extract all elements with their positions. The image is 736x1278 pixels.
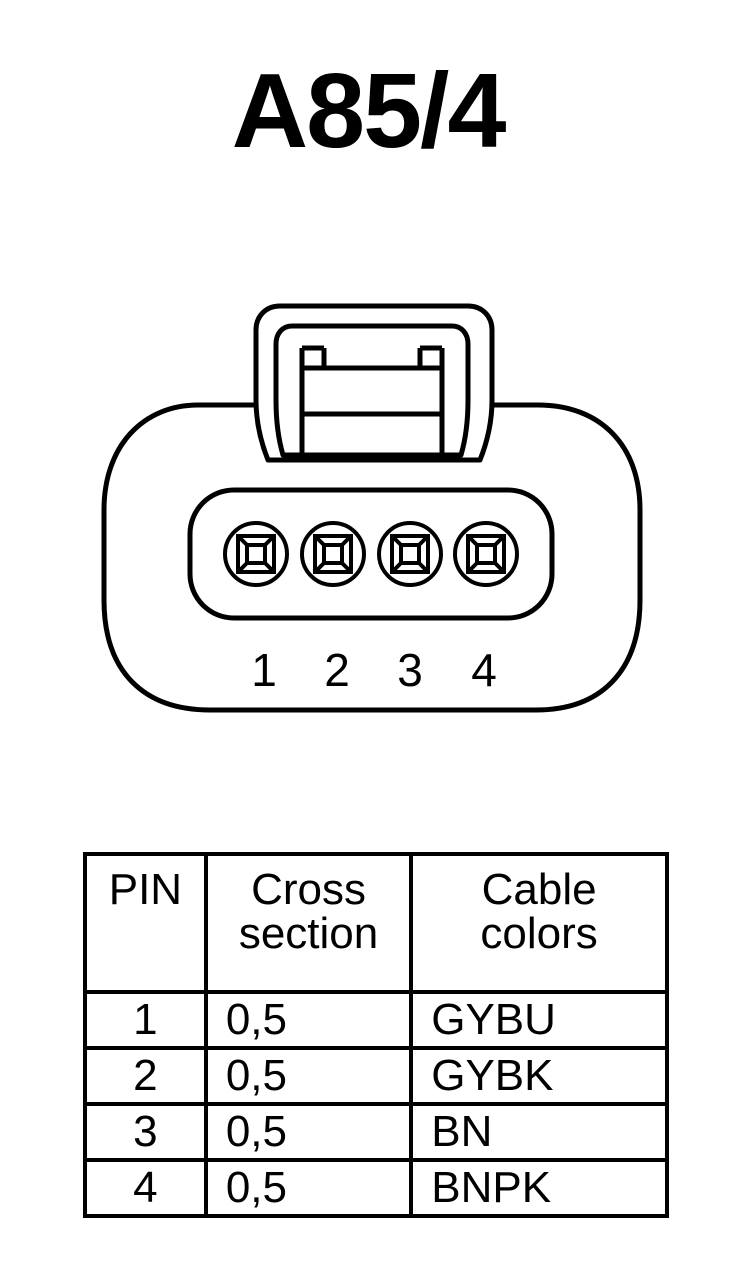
header-cable-colors: Cable colors [409,852,669,994]
pin-number: 1 [83,990,208,1050]
table-row: 3 0,5 BN [83,1102,669,1162]
header-pin-line: PIN [108,865,183,914]
pin-number: 4 [83,1158,208,1218]
pin-number: 3 [83,1102,208,1162]
cross-section-value: 0,5 [203,1102,414,1162]
cable-color-value: BN [409,1102,669,1162]
cable-color-value: GYBK [409,1046,669,1106]
pin-label-3: 3 [397,644,423,696]
header-colors-line-1: Cable [481,865,597,914]
pin-terminal-4 [453,521,519,587]
pin-terminal-3 [377,521,443,587]
connector-diagram: 1 2 3 4 [101,303,643,713]
table-row: 2 0,5 GYBK [83,1046,669,1106]
pin-terminals [223,521,519,587]
header-cross-line-2: section [238,909,379,958]
header-colors-line-2: colors [480,909,598,958]
pin-terminal-2 [300,521,366,587]
connector-title: A85/4 [231,52,507,170]
cross-section-value: 0,5 [203,990,414,1050]
pin-assignment-table: PIN Cross section Cable colors 1 0,5 GYB… [83,852,669,1218]
latch-inner [273,323,471,458]
pin-label-2: 2 [324,644,350,696]
pin-number: 2 [83,1046,208,1106]
cross-section-value: 0,5 [203,1158,414,1218]
cable-color-value: GYBU [409,990,669,1050]
pin-terminal-1 [223,521,289,587]
table-row: 1 0,5 GYBU [83,990,669,1050]
pin-label-4: 4 [471,644,497,696]
header-cross-section: Cross section [203,852,414,994]
header-cross-line-1: Cross [251,865,366,914]
pin-cavity-window [187,487,555,621]
table-header-row: PIN Cross section Cable colors [83,852,669,994]
header-pin: PIN [83,852,208,994]
cable-color-value: BNPK [409,1158,669,1218]
cross-section-value: 0,5 [203,1046,414,1106]
table-row: 4 0,5 BNPK [83,1158,669,1218]
pin-label-1: 1 [251,644,277,696]
